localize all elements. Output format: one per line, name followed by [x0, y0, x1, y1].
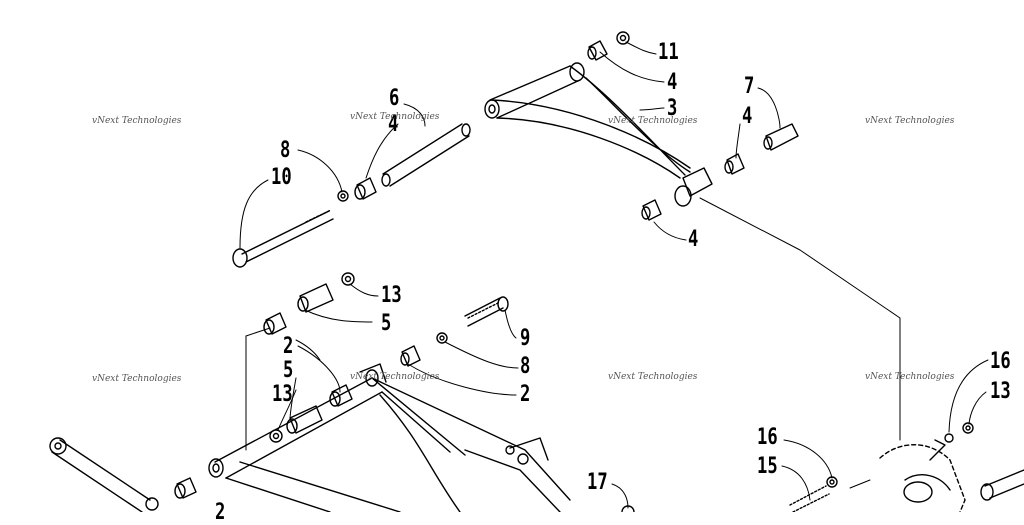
callout-3: 3 [667, 96, 678, 121]
upper-right-hardware [587, 31, 799, 221]
callout-11: 11 [658, 40, 679, 65]
parts-diagram [49, 31, 1024, 512]
callout-4: 4 [742, 104, 753, 129]
callout-16: 16 [990, 349, 1011, 374]
upper-a-arm [484, 62, 713, 207]
watermark: vNext Technologies [865, 372, 955, 382]
watermark: vNext Technologies [350, 372, 440, 382]
callout-2: 2 [520, 382, 531, 407]
watermark: vNext Technologies [92, 374, 182, 384]
spindle [621, 422, 1024, 512]
callout-5: 5 [381, 311, 392, 336]
callout-8: 8 [520, 354, 531, 379]
callout-4: 4 [688, 227, 699, 252]
callout-8: 8 [280, 138, 291, 163]
callout-17: 17 [587, 470, 608, 495]
watermark: vNext Technologies [865, 116, 955, 126]
lower-a-arm [208, 363, 571, 512]
lower-hardware [174, 272, 509, 499]
callout-9: 9 [520, 326, 531, 351]
callout-13: 13 [272, 382, 293, 407]
watermark: vNext Technologies [608, 116, 698, 126]
watermark: vNext Technologies [350, 112, 440, 122]
callout-10: 10 [271, 165, 292, 190]
callout-2: 2 [215, 500, 226, 525]
callout-4: 4 [667, 70, 678, 95]
callout-13: 13 [381, 283, 402, 308]
sway-link [49, 437, 159, 512]
callout-16: 16 [757, 425, 778, 450]
callout-15: 15 [757, 454, 778, 479]
leader-lines [239, 41, 989, 509]
callout-4: 4 [388, 112, 399, 137]
callout-13: 13 [990, 379, 1011, 404]
watermark: vNext Technologies [92, 116, 182, 126]
callout-5: 5 [283, 358, 294, 383]
upper-left-hardware [232, 123, 471, 268]
callout-2: 2 [283, 334, 294, 359]
callout-7: 7 [744, 74, 755, 99]
watermark: vNext Technologies [608, 372, 698, 382]
callout-6: 6 [389, 86, 400, 111]
